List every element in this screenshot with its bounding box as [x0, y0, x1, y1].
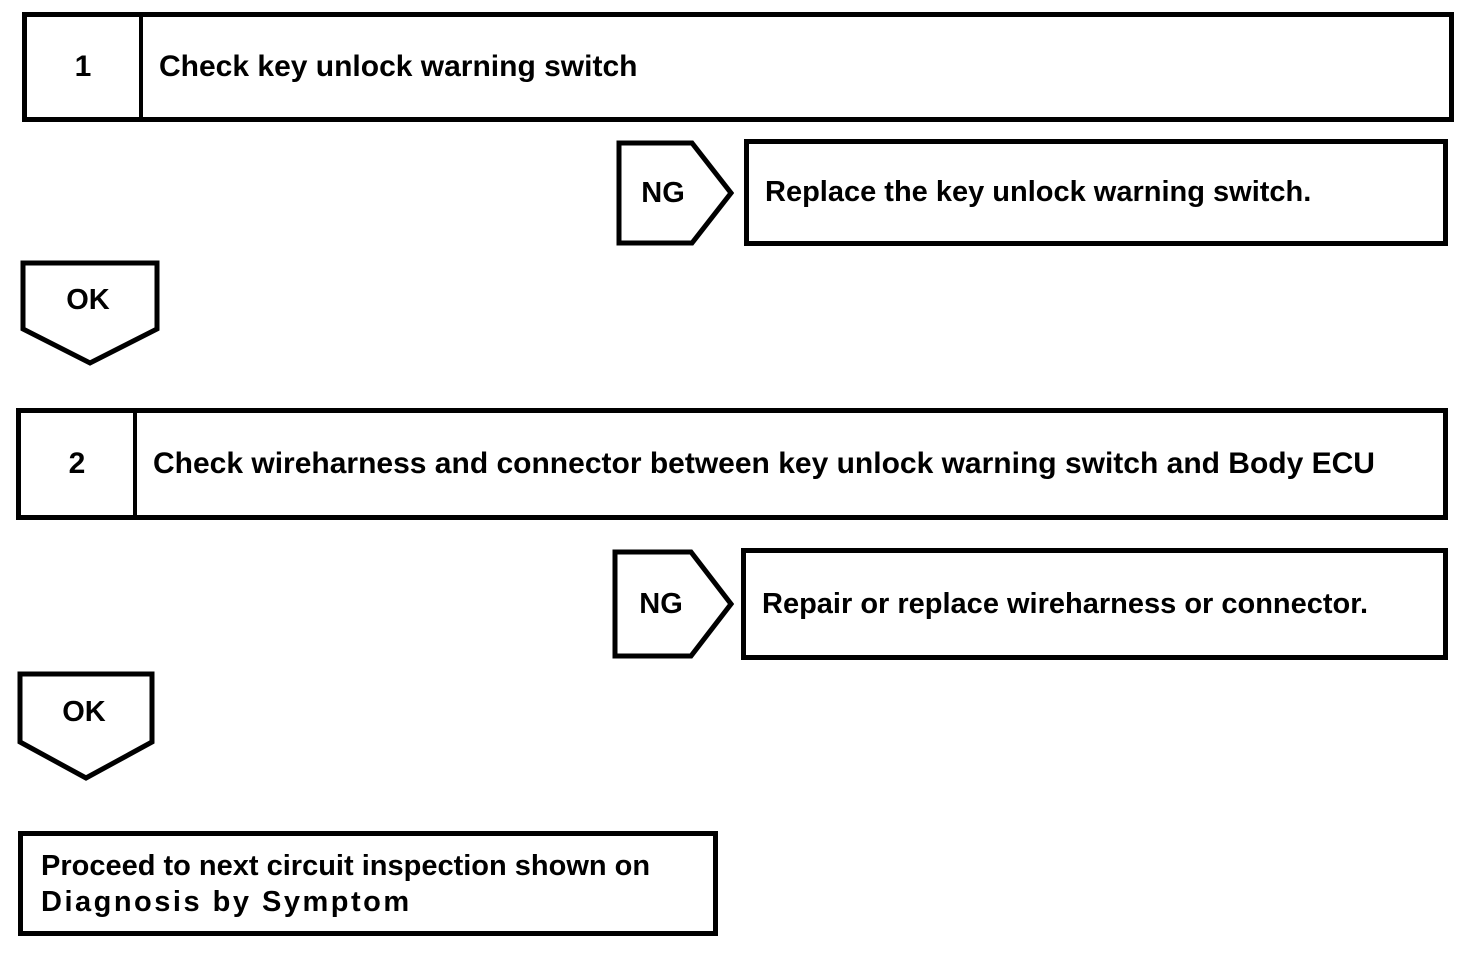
result-box: Proceed to next circuit inspection shown… — [18, 831, 718, 936]
step-2-title: Check wireharness and connector between … — [153, 447, 1375, 480]
step-1-number: 1 — [27, 17, 143, 117]
ng-action-1-box: Replace the key unlock warning switch. — [744, 139, 1448, 246]
ok-arrow-2: OK — [17, 671, 155, 781]
ok-arrow-2-shape — [17, 671, 155, 781]
ng-action-2-text: Repair or replace wireharness or connect… — [762, 587, 1369, 620]
step-1-title: Check key unlock warning switch — [159, 50, 638, 83]
ok-arrow-1-label: OK — [66, 284, 110, 316]
step-2-box: 2 Check wireharness and connector betwee… — [16, 408, 1448, 520]
result-line-1: Proceed to next circuit inspection shown… — [41, 850, 651, 882]
ng-action-1-text: Replace the key unlock warning switch. — [765, 176, 1312, 208]
ok-arrow-2-label: OK — [62, 696, 106, 728]
ng-arrow-1-label: NG — [641, 177, 685, 209]
ng-action-2-box: Repair or replace wireharness or connect… — [741, 548, 1448, 660]
ng-arrow-1: NG — [616, 140, 734, 246]
ok-arrow-1-shape — [20, 260, 160, 366]
ng-arrow-2-shape — [612, 549, 734, 659]
step-1-box: 1 Check key unlock warning switch — [22, 12, 1454, 122]
ng-arrow-2-label: NG — [639, 588, 683, 620]
ok-arrow-1: OK — [20, 260, 160, 366]
result-line-2: Diagnosis by Symptom — [41, 886, 412, 919]
ng-arrow-1-shape — [616, 140, 734, 246]
ng-arrow-2: NG — [612, 549, 734, 659]
step-2-number: 2 — [21, 413, 137, 515]
